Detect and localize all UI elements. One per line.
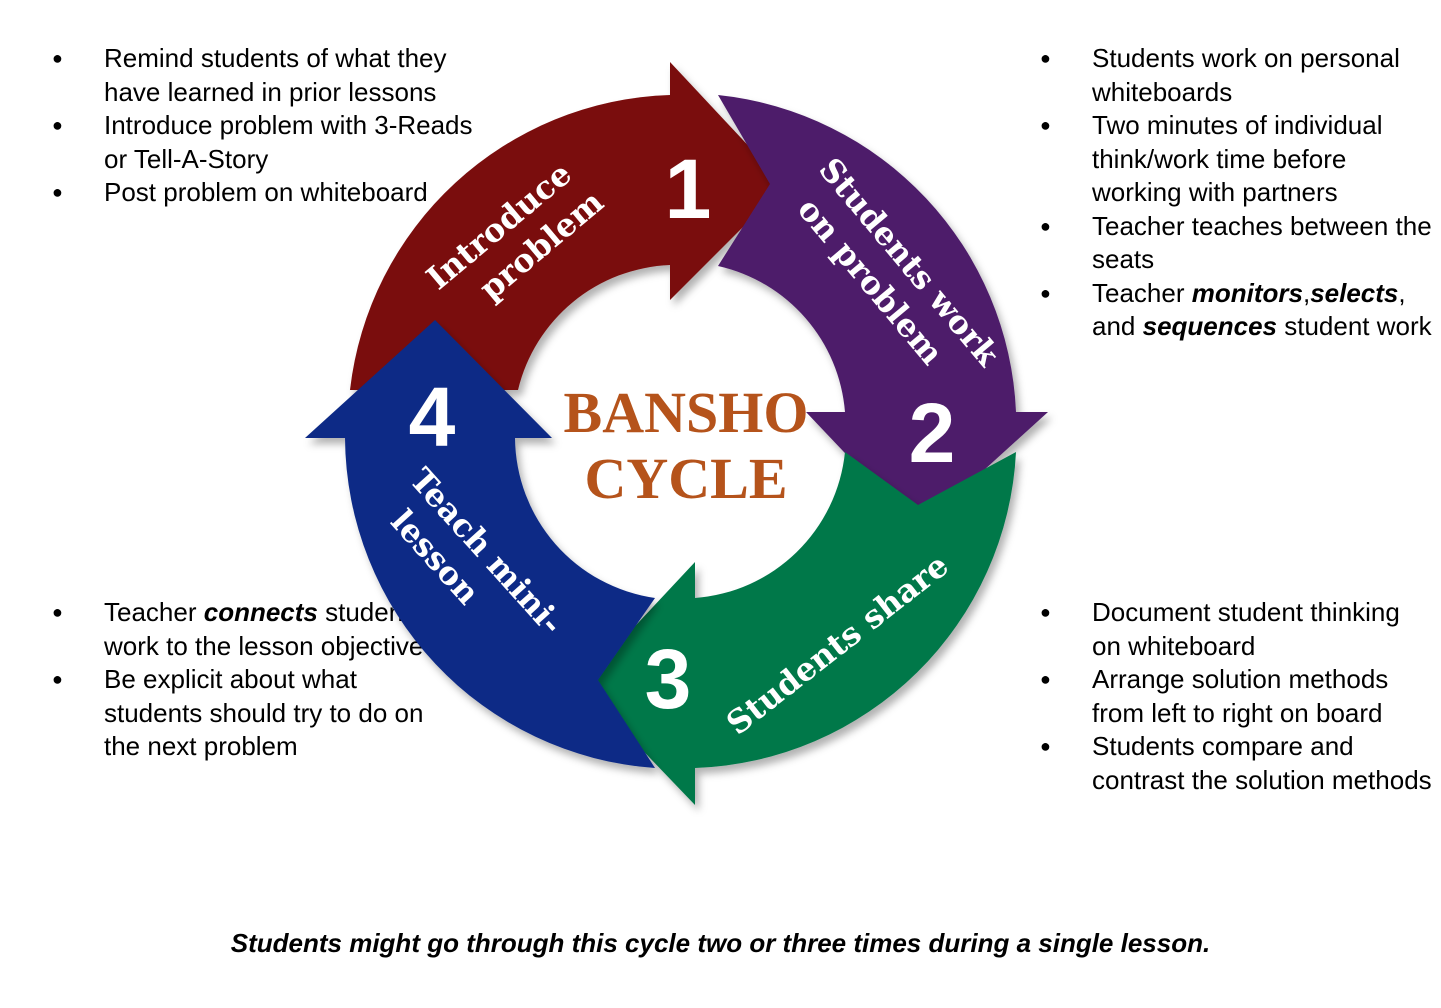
note-text: Students compare and	[1092, 731, 1354, 761]
step-4-number: 4	[409, 370, 456, 464]
note-text: Teacher teaches between	[1092, 210, 1389, 241]
step-4-notes: Teacher connects student work to the les…	[52, 596, 432, 764]
note-text: student work	[1277, 311, 1432, 341]
step-1-notes: Remind students of what they have learne…	[52, 42, 492, 210]
note-text: working with partners	[1092, 177, 1338, 207]
step-4-arrow	[305, 320, 655, 768]
step-2-note-item: Two minutes of individual think/work tim…	[1040, 109, 1435, 210]
note-text: students should try to do	[104, 697, 388, 728]
step-2-arrow	[718, 95, 1048, 530]
note-text: thinking on whiteboard	[1092, 597, 1400, 661]
emphasis-text: sequences	[1142, 311, 1278, 341]
note-text: on the next problem	[104, 697, 424, 762]
note-text: Two minutes of individual	[1092, 110, 1383, 140]
note-text: Teacher	[1092, 277, 1192, 308]
emphasis-text: selects	[1310, 277, 1399, 308]
step-1-note-item: Introduce problem with 3-Reads or Tell-A…	[52, 109, 492, 176]
step-1-note-item: Post problem on whiteboard	[52, 176, 492, 210]
step-1-note-item: Remind students of what they have learne…	[52, 42, 492, 109]
note-text: Introduce problem	[104, 110, 314, 140]
step-1-number: 1	[665, 142, 712, 236]
footnote: Students might go through this cycle two…	[230, 928, 1211, 958]
step-1-arrow	[350, 62, 785, 390]
note-text: contrast the solution	[1092, 764, 1325, 795]
note-text: Students work on	[1092, 43, 1293, 73]
note-text: methods	[1324, 764, 1432, 795]
note-text: Tell-A-Story	[127, 143, 269, 174]
emphasis-text: connects	[203, 597, 318, 627]
step-2-notes: Students work on personal whiteboardsTwo…	[1040, 42, 1435, 344]
note-text: the seats	[1092, 210, 1432, 275]
note-text: with 3-Reads or	[104, 110, 473, 174]
note-text: Be explicit about what	[104, 664, 357, 694]
emphasis-text: monitors	[1191, 277, 1303, 308]
note-text: personal whiteboards	[1092, 43, 1400, 107]
note-text: , and	[1092, 277, 1406, 342]
step-3-notes: Document student thinking on whiteboardA…	[1040, 596, 1435, 797]
note-text: Post problem on	[104, 177, 294, 207]
step-3-number: 3	[645, 632, 692, 726]
step-2-note-item: Teacher monitors,selects, and sequences …	[1040, 277, 1435, 344]
note-text: Document student	[1092, 597, 1304, 627]
center-title-line2: CYCLE	[584, 446, 787, 511]
note-text: Teacher	[104, 597, 204, 627]
step-2-note-item: Teacher teaches between the seats	[1040, 210, 1435, 277]
step-3-note-item: Document student thinking on whiteboard	[1040, 596, 1435, 663]
step-3-note-item: Students compare and contrast the soluti…	[1040, 730, 1435, 797]
center-title-line1: BANSHO	[564, 380, 809, 445]
note-text: Arrange solution methods	[1092, 664, 1389, 694]
step-3-note-item: Arrange solution methods from left to ri…	[1040, 663, 1435, 730]
note-text: from left to right on board	[1092, 697, 1383, 728]
note-text: think/work time before	[1092, 143, 1347, 174]
note-text: whiteboard	[293, 177, 428, 207]
step-2-note-item: Students work on personal whiteboards	[1040, 42, 1435, 109]
note-text: ,	[1302, 277, 1311, 308]
step-4-note-item: Be explicit about what students should t…	[52, 663, 432, 764]
note-text: Remind students of what they have learne…	[104, 43, 447, 107]
step-3-arrow	[580, 452, 1016, 805]
step-2-number: 2	[909, 386, 956, 480]
